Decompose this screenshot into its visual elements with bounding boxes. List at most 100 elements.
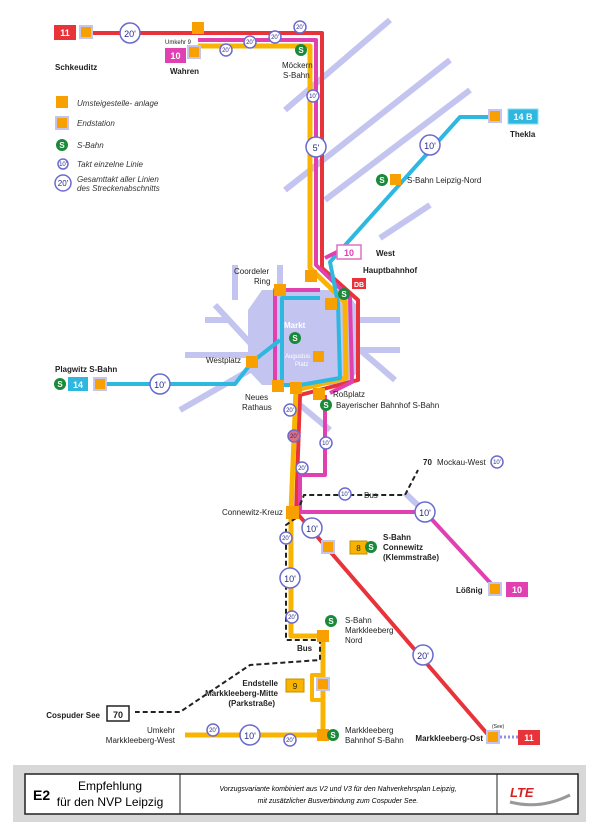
station-rathaus-2 [290, 382, 302, 394]
map-label: Vorzugsvariante kombiniert aus V2 und V3… [219, 786, 456, 793]
map-label: 5' [313, 143, 320, 153]
map-mark [490, 455, 504, 469]
map-label: 11 [60, 28, 70, 38]
db-logo [352, 278, 366, 289]
station-augustusplatz [313, 351, 324, 362]
map-label: 20' [288, 615, 296, 621]
map-label: S-Bahn [77, 141, 104, 150]
badge-line-11 [54, 25, 76, 40]
map-mark [378, 202, 432, 241]
map-label: Markkleeberg-Mitte [205, 689, 278, 698]
map-mark [419, 134, 441, 156]
map-label: S [368, 543, 374, 552]
map-label: Markt [284, 321, 306, 330]
map-label: 70 [423, 458, 432, 467]
endstation-wahren [187, 45, 201, 59]
map-label: Augustus [285, 354, 310, 360]
map-label: Cospuder See [46, 711, 100, 720]
badge-line-14b [507, 108, 539, 125]
map-label: 10' [59, 162, 67, 168]
map-mark [283, 403, 297, 417]
map-mark [306, 89, 320, 103]
map-label: Plagwitz S-Bahn [55, 365, 117, 374]
map-label: 10 [344, 248, 354, 258]
map-mark [414, 501, 436, 523]
map-mark [243, 35, 257, 49]
map-mark [412, 644, 434, 666]
sbahn-icon [325, 615, 337, 627]
sbahn-icon [295, 44, 307, 56]
sbahn-icon [327, 729, 339, 741]
map-label: 20' [296, 25, 304, 31]
map-label: S [59, 141, 65, 150]
map-label: S-Bahn Leipzig-Nord [407, 176, 481, 185]
map-label: Wahren [170, 67, 199, 76]
map-mark [283, 733, 297, 747]
map-mark: 20'20' 20'20' 20' 10'5' 10'10' 20'20' 20… [58, 25, 501, 744]
street [283, 17, 392, 113]
map-label: 10' [244, 731, 256, 741]
map-mark [149, 373, 171, 395]
map-label: Endstation [77, 119, 115, 128]
depot-9 [285, 678, 305, 693]
lte-logo: LTE [510, 785, 534, 800]
map-label: 20' [246, 40, 254, 46]
map-label: Bahnhof S-Bahn [345, 736, 404, 745]
map-label: Markkleeberg-Ost [415, 734, 483, 743]
sbahn-icon [320, 399, 332, 411]
station-neues-rathaus [272, 380, 284, 392]
map-mark [301, 517, 323, 539]
station-connewitz-kreuz [286, 506, 299, 519]
map-label: 10' [419, 508, 431, 518]
map-label: Markkleeberg-West [106, 736, 176, 745]
endstation-markkleeberg-mitte [316, 677, 330, 691]
map-label: (See) [492, 724, 505, 730]
map-label: 20' [290, 434, 298, 440]
map-label: S-Bahn [283, 71, 310, 80]
map-label: 70 [113, 710, 123, 720]
map-label: 20' [286, 408, 294, 414]
station-hbf-east [325, 298, 337, 310]
map-mark [135, 517, 321, 713]
endstation-markkleeberg-ost [486, 730, 500, 744]
map-label: 9 [293, 682, 298, 691]
map-label: Bus [297, 644, 313, 653]
map-label: Markkleeberg [345, 726, 393, 735]
map-label: Gesamttakt aller Linien [77, 175, 159, 184]
badge-line-10-loessnig [506, 582, 528, 597]
map-mark [119, 22, 141, 44]
station-rossplatz [313, 388, 325, 400]
map-mark [287, 429, 301, 443]
map-label: S-Bahn [345, 616, 372, 625]
map-label: Endstelle [242, 679, 278, 688]
map-label: Hauptbahnhof [363, 266, 418, 275]
sbahn-icon [289, 332, 301, 344]
map-label: 10' [306, 524, 318, 534]
map-label: S [379, 176, 385, 185]
station-coordeler-ring [274, 284, 286, 296]
map-label: E2 [33, 787, 50, 803]
map-mark [319, 436, 333, 450]
map-label: 10' [284, 574, 296, 584]
map-label: Bus [364, 491, 378, 500]
map-label: Umsteigestelle- anlage [77, 99, 159, 108]
map-label: 20' [417, 651, 429, 661]
map-label: S [292, 334, 298, 343]
station-westplatz [246, 356, 258, 368]
map-label: 8 [356, 544, 361, 553]
map-mark [57, 158, 69, 170]
map-mark [279, 531, 293, 545]
map-label: Westplatz [206, 356, 241, 365]
map-label: Ring [254, 277, 270, 286]
endstation-schkeuditz [79, 25, 93, 39]
map-label: Neues [245, 393, 268, 402]
sbahn-icons [54, 44, 388, 741]
map-label: S [298, 46, 304, 55]
takt-circles [54, 20, 504, 747]
line-10-pink-south [298, 395, 497, 590]
map-label: Roßplatz [333, 390, 365, 399]
map-mark [24, 773, 579, 815]
map-label: 14 [73, 380, 83, 390]
sbahn-icon [365, 541, 377, 553]
map-label: Connewitz-Kreuz [222, 508, 283, 517]
